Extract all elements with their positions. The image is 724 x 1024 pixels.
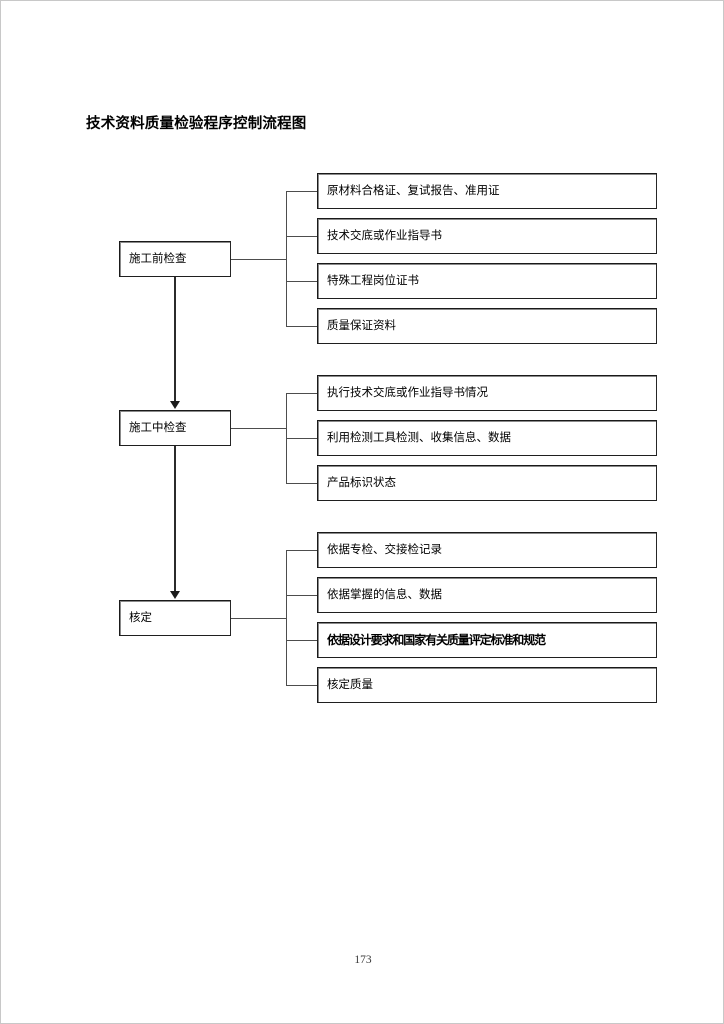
detail-box: 产品标识状态 [317,465,657,501]
detail-box: 依据掌握的信息、数据 [317,577,657,613]
connector-stage-to-trunk [231,618,287,619]
connector-trunk [286,550,287,685]
connector-branch [286,640,317,641]
page-title: 技术资料质量检验程序控制流程图 [86,116,307,132]
arrow-head-icon [170,591,180,599]
detail-box: 核定质量 [317,667,657,703]
page-number: 173 [354,954,372,966]
detail-box: 技术交底或作业指导书 [317,218,657,254]
detail-box: 质量保证资料 [317,308,657,344]
connector-arrow-line [174,446,176,591]
stage-box: 施工中检查 [119,410,231,446]
connector-branch [286,438,317,439]
detail-box: 原材料合格证、复试报告、准用证 [317,173,657,209]
connector-branch [286,281,317,282]
connector-trunk [286,191,287,326]
detail-box: 执行技术交底或作业指导书情况 [317,375,657,411]
connector-branch [286,685,317,686]
stage-box: 施工前检查 [119,241,231,277]
detail-box: 依据设计要求和国家有关质量评定标准和规范 [317,622,657,658]
connector-branch [286,191,317,192]
connector-branch [286,483,317,484]
arrow-head-icon [170,401,180,409]
connector-arrow-line [174,277,176,401]
connector-branch [286,393,317,394]
stage-box: 核定 [119,600,231,636]
connector-branch [286,595,317,596]
connector-branch [286,326,317,327]
detail-box: 依据专检、交接检记录 [317,532,657,568]
detail-box: 特殊工程岗位证书 [317,263,657,299]
detail-box: 利用检测工具检测、收集信息、数据 [317,420,657,456]
connector-stage-to-trunk [231,259,287,260]
connector-stage-to-trunk [231,428,287,429]
connector-branch [286,550,317,551]
connector-branch [286,236,317,237]
